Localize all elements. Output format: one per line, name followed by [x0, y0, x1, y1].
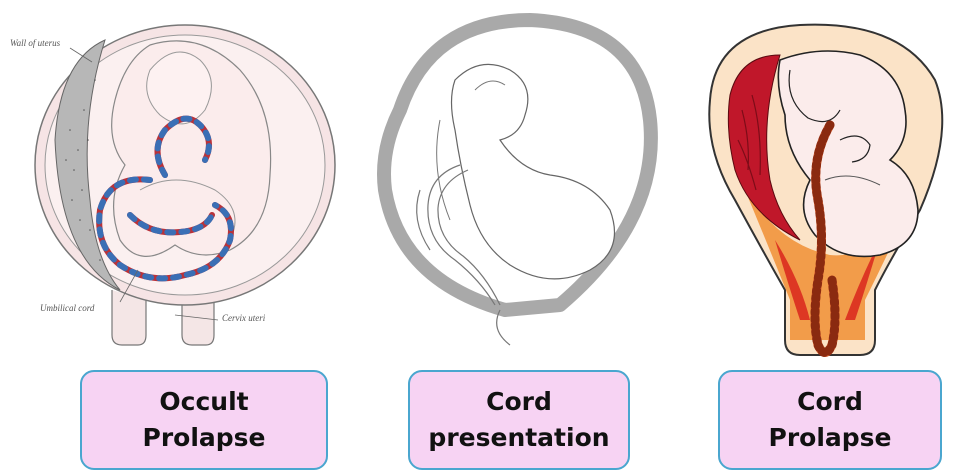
cord-presentation-illustration: [360, 0, 670, 370]
cervix-uteri-annotation: Cervix uteri: [222, 313, 265, 323]
cord-presentation-label-box: Cord presentation: [408, 370, 630, 470]
cord-prolapse-illustration: [690, 0, 954, 370]
occult-prolapse-label-box: Occult Prolapse: [80, 370, 328, 470]
cord-prolapse-label: Cord Prolapse: [769, 384, 892, 456]
umbilical-cord-annotation: Umbilical cord: [40, 303, 94, 313]
occult-prolapse-illustration: Wall of uterus Umbilical cord Cervix ute…: [0, 0, 340, 370]
cord-presentation-label: Cord presentation: [428, 384, 609, 456]
occult-prolapse-label: Occult Prolapse: [143, 384, 266, 456]
wall-of-uterus-annotation: Wall of uterus: [10, 38, 60, 48]
cord-prolapse-label-box: Cord Prolapse: [718, 370, 942, 470]
